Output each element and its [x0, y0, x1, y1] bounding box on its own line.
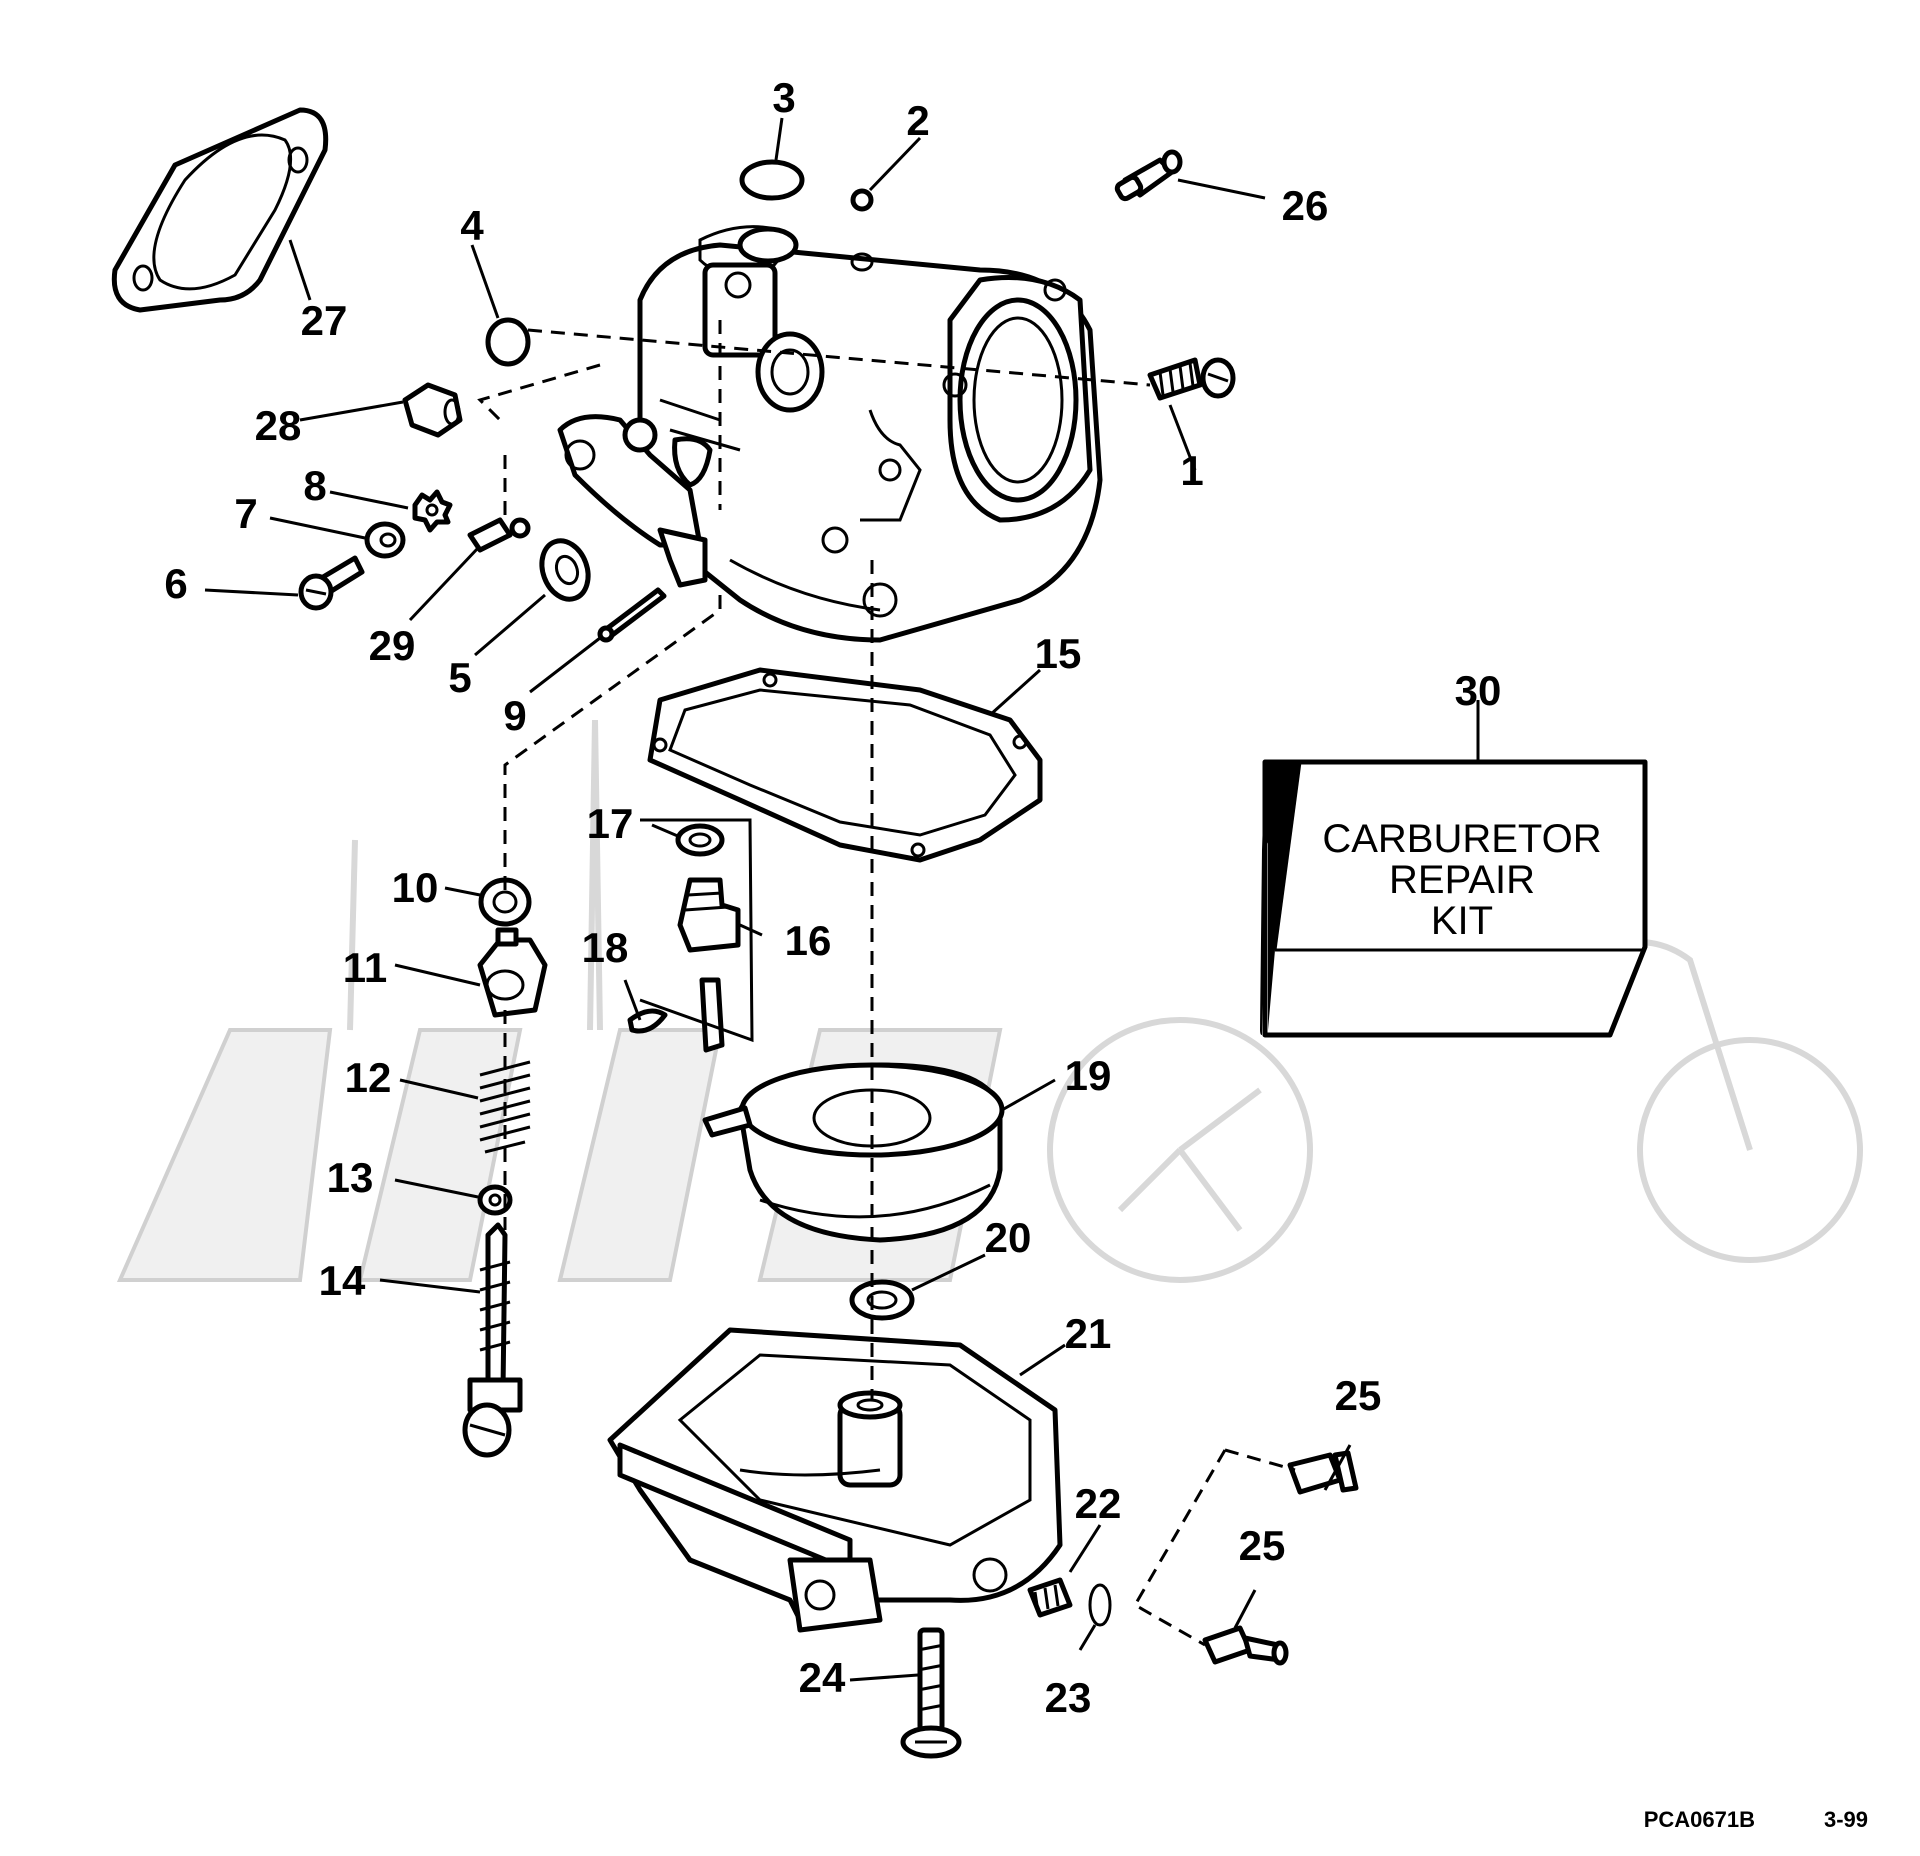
part-21-float-bowl [607, 1327, 1063, 1633]
part-6-screw [298, 555, 365, 611]
figure-date: 3-99 [1824, 1807, 1868, 1832]
callout-17: 17 [587, 800, 634, 847]
part-9-pin [597, 587, 667, 643]
callout-13: 13 [327, 1154, 374, 1201]
callout-25-upper: 25 [1335, 1372, 1382, 1419]
callout-16: 16 [785, 917, 832, 964]
callout-19: 19 [1065, 1052, 1112, 1099]
part-1-screw-and-spring [1147, 357, 1236, 401]
part-13-washer [477, 1184, 513, 1216]
repair-kit-label: CARBURETOR REPAIR KIT [1322, 817, 1601, 943]
part-26-hose-fitting [1114, 149, 1183, 202]
part-28-nut [402, 382, 463, 438]
callout-1: 1 [1180, 447, 1203, 494]
callout-6: 6 [164, 560, 187, 607]
callout-18: 18 [582, 924, 629, 971]
part-2-check-ball [850, 188, 874, 212]
callout-9: 9 [503, 692, 526, 739]
callout-21: 21 [1065, 1310, 1112, 1357]
part-3-welch-plug [739, 159, 805, 201]
callout-29: 29 [369, 622, 416, 669]
part-8-lockwasher [412, 489, 453, 533]
part-14-mixture-screw [462, 1222, 523, 1458]
callout-11: 11 [343, 944, 387, 991]
callout-labels: 3 2 4 26 27 28 1 8 7 6 29 5 9 15 30 17 1… [164, 74, 1501, 1721]
callout-10: 10 [392, 864, 439, 911]
callout-5: 5 [448, 654, 471, 701]
leader-lines [204, 117, 1480, 1682]
part-24-screw [900, 1627, 962, 1759]
part-29-clip [467, 517, 531, 553]
callout-14: 14 [319, 1257, 366, 1304]
callout-25-lower: 25 [1239, 1522, 1286, 1569]
callout-4: 4 [460, 202, 484, 249]
figure-footer: PCA0671B 3-99 [1644, 1807, 1868, 1832]
figure-code: PCA0671B [1644, 1807, 1755, 1832]
assembly-dashed-lines [477, 320, 1296, 1647]
callout-28: 28 [255, 402, 302, 449]
callout-20: 20 [985, 1214, 1032, 1261]
repair-kit-line-3: KIT [1431, 899, 1493, 943]
part-4-plug [485, 317, 531, 367]
part-23-o-ring [1088, 1583, 1112, 1627]
part-27-flange-gasket [111, 107, 329, 313]
part-carburetor-body [557, 225, 1103, 643]
callout-30: 30 [1455, 667, 1502, 714]
callout-15: 15 [1035, 630, 1082, 677]
part-22-jet [1027, 1577, 1073, 1618]
callout-26: 26 [1282, 182, 1329, 229]
part-11-jet-plug [477, 927, 548, 1018]
part-30-repair-kit-box [1260, 759, 1648, 1038]
part-5-seal [539, 538, 591, 602]
part-15-bowl-gasket [647, 667, 1043, 863]
part-17-gasket [675, 823, 725, 857]
callout-27: 27 [301, 297, 348, 344]
repair-kit-line-2: REPAIR [1389, 858, 1535, 902]
repair-kit-line-1: CARBURETOR [1322, 817, 1601, 861]
callout-12: 12 [345, 1054, 392, 1101]
part-25-fitting-lower [1202, 1625, 1289, 1666]
callout-23: 23 [1045, 1674, 1092, 1721]
part-7-washer [364, 521, 406, 559]
callout-24: 24 [799, 1654, 846, 1701]
part-19-float [702, 1062, 1005, 1243]
callout-8: 8 [303, 462, 326, 509]
callout-3: 3 [772, 74, 795, 121]
part-25-screw-upper [1287, 1450, 1359, 1495]
callout-22: 22 [1075, 1480, 1122, 1527]
callout-2: 2 [906, 97, 929, 144]
part-20-seal [849, 1279, 915, 1321]
callout-7: 7 [234, 490, 257, 537]
